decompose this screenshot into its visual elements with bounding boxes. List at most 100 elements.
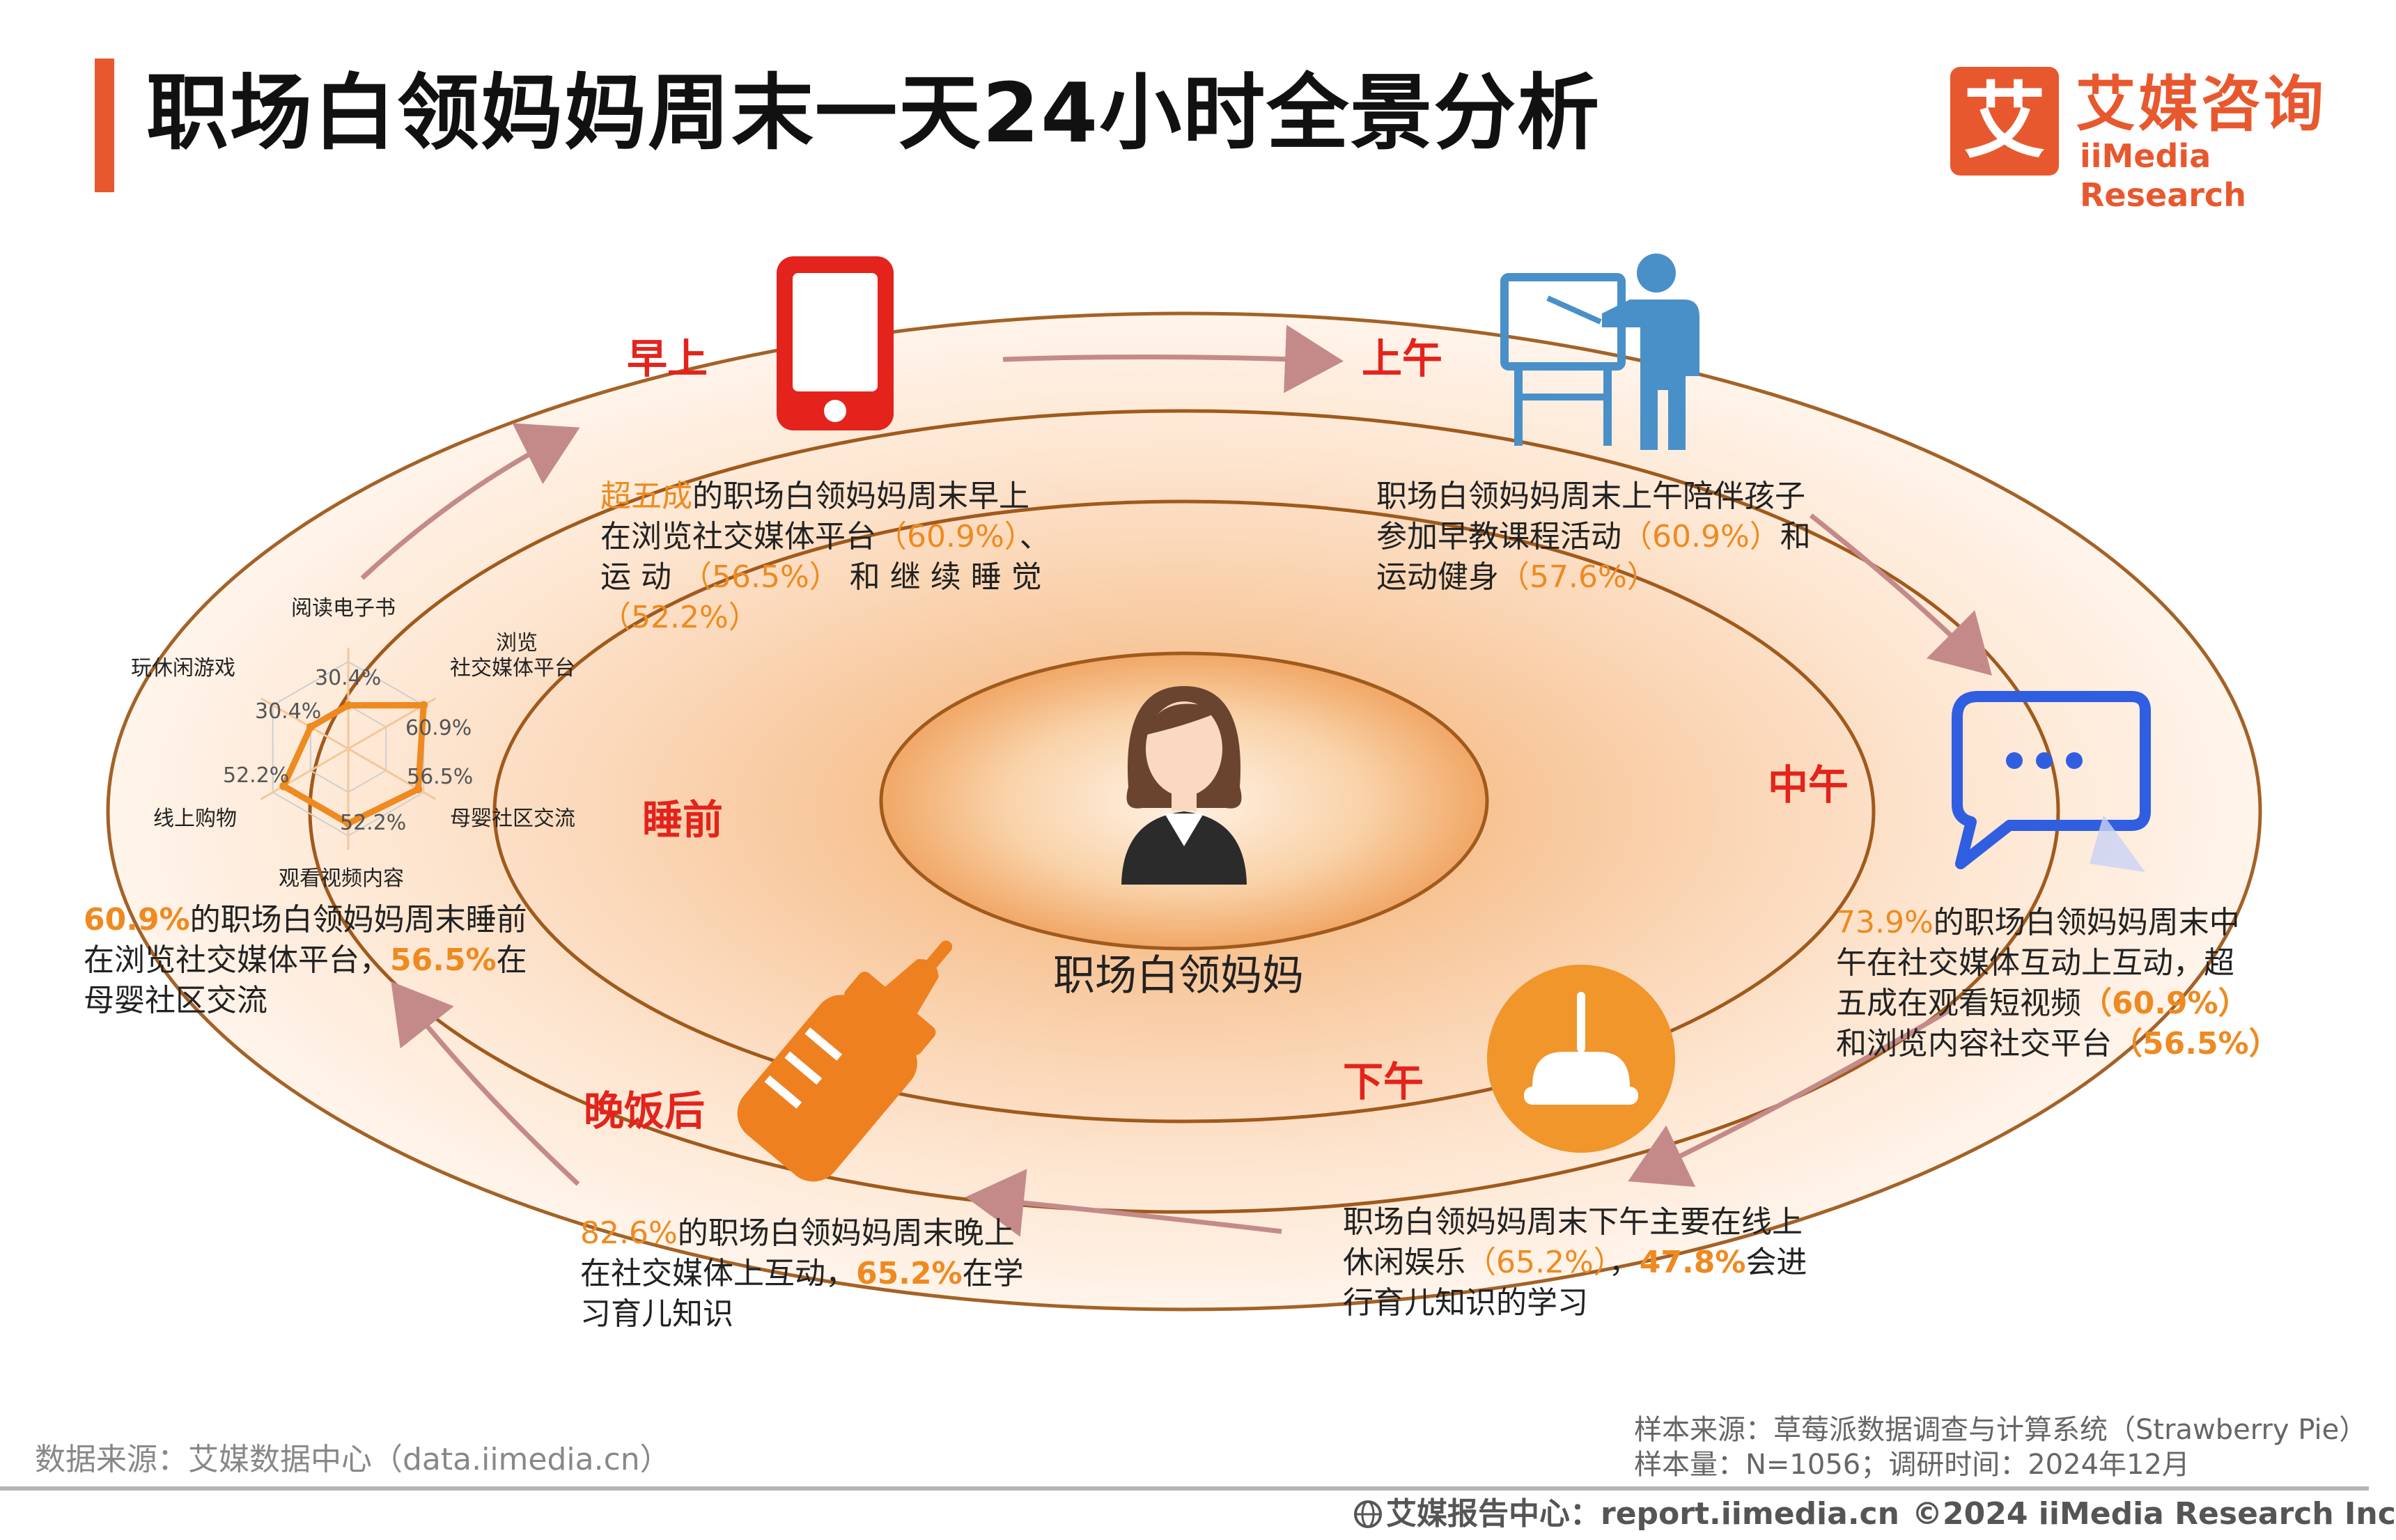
morning-pct-2: （56.5%） — [680, 559, 840, 595]
sleep-pct-2: 56.5% — [390, 942, 497, 978]
radar-point — [306, 722, 315, 731]
sample-size-note: 样本量：N=1056；调研时间：2024年12月 — [1634, 1449, 2190, 1481]
arrow-dinner-sleep — [391, 981, 580, 1186]
radar-point — [344, 819, 352, 828]
forenoon-pct-1: （60.9%） — [1621, 519, 1780, 554]
noon-text-2: 午在社交媒体互动上互动，超 — [1836, 945, 2234, 981]
radar-axis-label-social-1: 浏览 — [496, 631, 538, 655]
desc-noon: 73.9%的职场白领妈妈周末中 午在社交媒体互动上互动，超 五成在观看短视频（6… — [1836, 903, 2310, 1064]
radar-value-shopping: 52.2% — [223, 763, 290, 788]
desc-before-sleep: 60.9%的职场白领妈妈周末睡前 在浏览社交媒体平台，56.5%在 母婴社区交流 — [84, 900, 599, 1021]
dinner-pct-1: 82.6% — [580, 1215, 678, 1251]
radar-value-games: 30.4% — [255, 699, 322, 724]
forenoon-pct-2: （57.6%） — [1499, 559, 1658, 595]
morning-pct-3: （52.2%） — [600, 600, 759, 635]
center-label: 职场白领妈妈 — [1053, 951, 1304, 1000]
period-afternoon: 下午 — [1343, 1058, 1424, 1105]
noon-pct-1: 73.9% — [1836, 905, 1934, 940]
dinner-text-1: 的职场白领妈妈周末晚上 — [677, 1215, 1015, 1251]
radar-value-social: 60.9% — [405, 716, 472, 740]
radar-value-ebook: 30.4% — [315, 666, 382, 690]
afternoon-text-4: 会进 — [1745, 1245, 1807, 1280]
middle-ring — [308, 409, 2060, 1214]
arrow-sleep-morning — [360, 423, 580, 580]
morning-pct-1: （60.9%） — [876, 519, 1020, 554]
radar-axis-label-games: 玩休闲游戏 — [131, 656, 235, 680]
morning-text-2: 在浏览社交媒体平台 — [600, 519, 876, 554]
morning-text-1: 的职场白领妈妈周末早上 — [692, 479, 1029, 514]
sleep-text-3: 在 — [496, 942, 527, 978]
period-before-sleep: 睡前 — [642, 796, 724, 843]
brand-logo-cn: 艾媒咨询 — [2076, 70, 2326, 139]
inner-ring — [492, 499, 1876, 1123]
noon-pct-2: （60.9%） — [2081, 986, 2249, 1021]
brand-logo-mark: 艾 — [1950, 67, 2059, 176]
page-title: 职场白领妈妈周末一天24小时全景分析 — [146, 65, 1601, 161]
radar-axis-label-video: 观看视频内容 — [279, 866, 404, 891]
afternoon-text-5: 行育儿知识的学习 — [1343, 1285, 1588, 1321]
arrow-noon-afternoon — [1628, 1007, 1952, 1188]
brand-logo-en: iiMedia Research — [2080, 137, 2246, 214]
radar-chart — [260, 648, 437, 850]
noon-pct-3: （56.5%） — [2112, 1026, 2280, 1061]
afternoon-text-3: ， — [1608, 1245, 1640, 1280]
morning-lead: 超五成 — [600, 479, 692, 514]
afternoon-text-2: 休闲娱乐 — [1343, 1245, 1465, 1280]
radar-axis-label-social-2: 社交媒体平台 — [450, 656, 575, 680]
sleep-pct-1: 60.9% — [84, 902, 190, 938]
radar-axis-label-shopping: 线上购物 — [153, 807, 237, 831]
dinner-text-2: 在社交媒体上互动， — [580, 1256, 856, 1291]
morning-text-3: 、 — [1019, 519, 1050, 554]
forenoon-text-3: 和 — [1780, 519, 1811, 554]
radar-axis-label-ebook: 阅读电子书 — [291, 596, 396, 621]
dinner-text-3: 在学 — [962, 1256, 1024, 1291]
report-center-link[interactable]: 艾媒报告中心：report.iimedia.cn — [1386, 1496, 1899, 1532]
baby-bottle-icon — [737, 940, 953, 1182]
noon-text-3: 五成在观看短视频 — [1836, 986, 2081, 1021]
morning-text-5: 和 继 续 睡 觉 — [839, 559, 1042, 595]
businesswoman-avatar-icon — [1121, 686, 1247, 885]
sleep-text-4: 母婴社区交流 — [84, 983, 267, 1018]
sleep-text-1: 的职场白领妈妈周末睡前 — [189, 902, 527, 938]
chat-bubble-icon — [1952, 691, 2151, 872]
desc-forenoon: 职场白领妈妈周末上午陪伴孩子 参加早教课程活动（60.9%）和 运动健身（57.… — [1376, 476, 1878, 598]
desc-after-dinner: 82.6%的职场白领妈妈周末晚上 在社交媒体上互动，65.2%在学 习育儿知识 — [580, 1213, 1082, 1335]
dinner-pct-2: 65.2% — [856, 1256, 963, 1291]
sleep-text-2: 在浏览社交媒体平台， — [84, 942, 390, 978]
radar-spoke — [260, 697, 349, 750]
teacher-whiteboard-icon — [1500, 254, 1699, 450]
radar-point — [344, 701, 352, 710]
radar-point — [414, 784, 423, 793]
globe-icon — [1354, 1500, 1382, 1528]
radar-value-video: 52.2% — [340, 811, 407, 835]
radar-point — [419, 701, 428, 710]
data-source-note: 数据来源：艾媒数据中心（data.iimedia.cn） — [35, 1442, 671, 1477]
desc-afternoon: 职场白领妈妈周末下午主要在线上 休闲娱乐（65.2%），47.8%会进 行育儿知… — [1343, 1202, 1886, 1323]
arrow-morning-forenoon — [1002, 325, 1344, 394]
copyright: ©2024 iiMedia Research Inc — [1912, 1496, 2396, 1532]
radar-value-community: 56.5% — [407, 765, 474, 789]
period-after-dinner: 晚饭后 — [584, 1087, 706, 1135]
forenoon-text-1: 职场白领妈妈周末上午陪伴孩子 — [1376, 479, 1805, 514]
period-forenoon: 上午 — [1362, 335, 1443, 382]
dinner-text-4: 习育儿知识 — [580, 1296, 733, 1332]
forenoon-text-2: 参加早教课程活动 — [1376, 519, 1621, 554]
footer-divider — [0, 1486, 2369, 1491]
bumper-car-icon — [1487, 965, 1675, 1153]
arrow-forenoon-noon — [1809, 513, 1992, 676]
radar-spoke — [260, 747, 349, 800]
afternoon-pct-1: （65.2%） — [1465, 1245, 1609, 1280]
noon-text-1: 的职场白领妈妈周末中 — [1933, 905, 2240, 940]
period-morning: 早上 — [627, 335, 708, 382]
afternoon-text-1: 职场白领妈妈周末下午主要在线上 — [1343, 1204, 1803, 1240]
radar-point — [279, 781, 288, 791]
period-noon: 中午 — [1768, 761, 1849, 809]
afternoon-pct-2: 47.8% — [1639, 1245, 1746, 1280]
forenoon-text-4: 运动健身 — [1376, 559, 1499, 595]
arrow-afternoon-dinner — [965, 1169, 1282, 1237]
radar-axis-label-community: 母婴社区交流 — [450, 807, 575, 831]
smartphone-icon — [777, 256, 894, 430]
noon-text-4: 和浏览内容社交平台 — [1836, 1026, 2112, 1061]
morning-text-4: 运 动 — [600, 559, 681, 595]
